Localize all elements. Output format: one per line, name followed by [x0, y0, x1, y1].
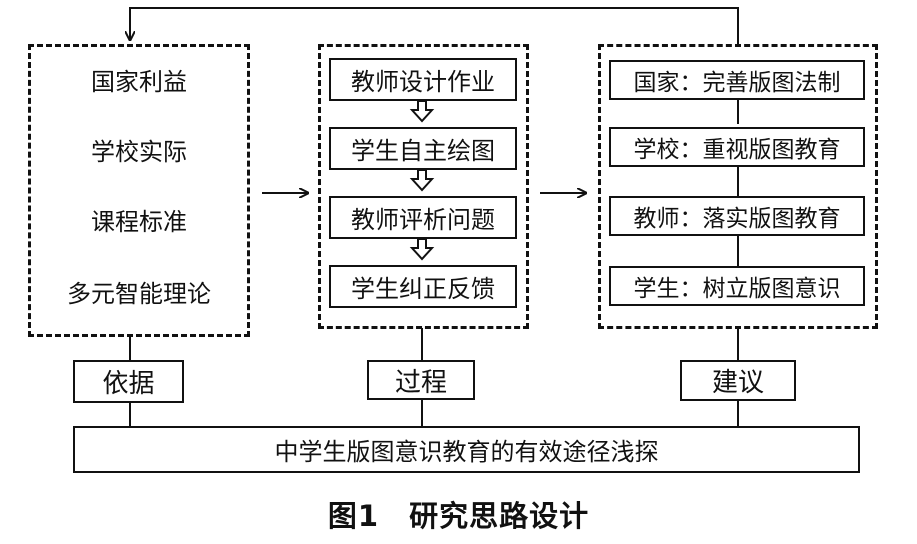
feedback-loop-line	[130, 7, 739, 44]
suggestion-item: 教师：落实版图教育	[609, 196, 865, 236]
basis-item: 多元智能理论	[67, 280, 211, 308]
figure-caption: 图1 研究思路设计	[327, 499, 590, 533]
label-basis: 依据	[73, 360, 184, 403]
label-process: 过程	[367, 360, 475, 400]
suggestion-item: 学校：重视版图教育	[609, 127, 865, 167]
main-title-bar: 中学生版图意识教育的有效途径浅探	[73, 426, 860, 473]
suggestion-item: 国家：完善版图法制	[609, 60, 865, 100]
down-arrow-icon	[409, 238, 435, 261]
process-step: 学生纠正反馈	[329, 265, 517, 308]
suggestion-group	[598, 44, 878, 329]
process-step: 教师设计作业	[329, 58, 517, 101]
basis-item: 国家利益	[91, 68, 187, 96]
basis-item: 课程标准	[91, 208, 187, 236]
process-group	[318, 44, 529, 329]
label-suggestion: 建议	[680, 360, 796, 401]
process-step: 教师评析问题	[329, 196, 517, 239]
down-arrow-icon	[409, 169, 435, 192]
basis-item: 学校实际	[91, 138, 187, 166]
process-step: 学生自主绘图	[329, 127, 517, 170]
basis-group	[28, 44, 250, 337]
suggestion-item: 学生：树立版图意识	[609, 266, 865, 306]
down-arrow-icon	[409, 100, 435, 123]
